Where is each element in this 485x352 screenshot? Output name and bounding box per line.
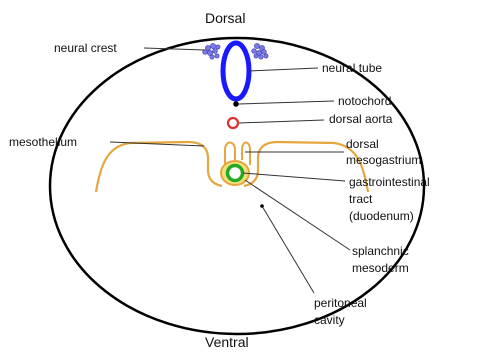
neural-crest-left-cluster — [203, 43, 220, 59]
peritoneal-cavity-dot — [260, 204, 264, 208]
notochord — [233, 101, 239, 107]
pointer-dorsal-aorta — [239, 120, 324, 123]
mesothelium-label: mesothelium — [9, 135, 77, 149]
neural-crest-label: neural crest — [54, 41, 117, 55]
gi-tract-label-line1: gastrointestinal — [349, 175, 430, 189]
dorsal-mesogastrium-label-line2: mesogastrium — [346, 153, 421, 167]
splanchnic-mesoderm-label-line1: splanchnic — [352, 244, 409, 258]
splanchnic-mesoderm-label-line2: mesoderm — [352, 261, 409, 275]
dorsal-label: Dorsal — [205, 10, 245, 26]
neural-tube-label: neural tube — [322, 61, 382, 75]
ventral-label: Ventral — [205, 334, 249, 350]
pointer-notochord — [239, 101, 334, 104]
dorsal-aorta — [228, 118, 238, 128]
gastrointestinal-tract — [228, 166, 243, 181]
dorsal-mesogastrium-label-line1: dorsal — [346, 137, 379, 151]
peritoneal-cavity-label-line1: peritoneal — [314, 296, 367, 310]
gi-tract-label-line3: (duodenum) — [349, 209, 414, 223]
notochord-label: notochord — [338, 94, 391, 108]
dorsal-aorta-label: dorsal aorta — [329, 112, 393, 126]
neural-tube — [223, 43, 249, 99]
pointer-gi-tract — [243, 173, 345, 181]
mesothelium-lining — [96, 142, 222, 192]
peritoneal-cavity-label-line2: cavity — [314, 313, 345, 327]
pointer-neural-tube — [249, 68, 318, 71]
gi-tract-label-line2: tract — [349, 192, 373, 206]
dorsal-mesogastrium-shape-right — [242, 143, 250, 166]
pointer-peritoneal-cavity — [262, 206, 314, 293]
neural-crest-right-cluster — [252, 43, 268, 59]
pointer-neural-crest — [144, 48, 205, 50]
pointer-splanchnic-mesoderm — [245, 180, 350, 250]
